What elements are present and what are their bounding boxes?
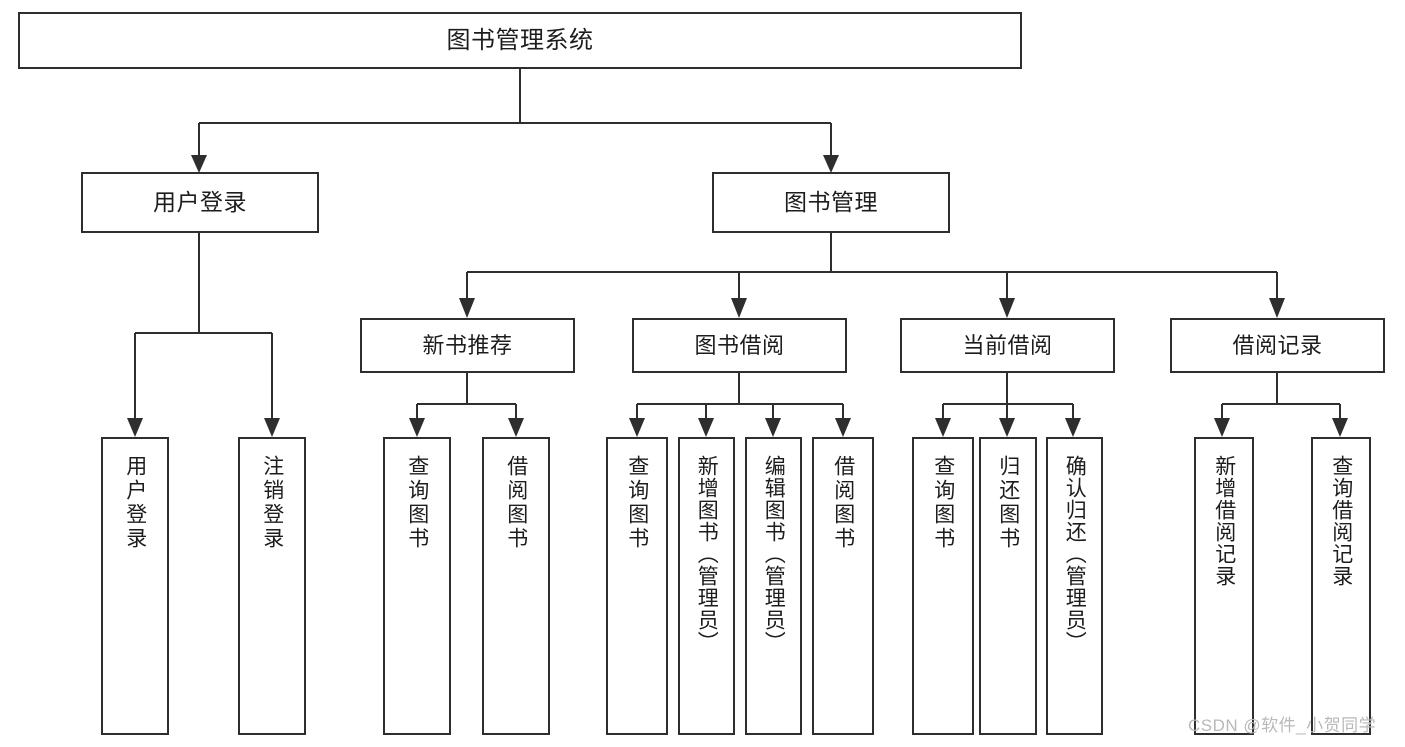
node-user-login[interactable]: 用户登录 (81, 172, 319, 233)
node-label: 用户登录 (153, 189, 247, 215)
node-label: 查询借阅记录 (1329, 455, 1353, 587)
node-label: 查询图书 (931, 455, 955, 551)
leaf-confirm-return-admin[interactable]: 确认归还（管理员） (1046, 437, 1103, 735)
node-label: 新增图书（管理员） (695, 455, 719, 653)
leaf-borrow-book[interactable]: 借阅图书 (812, 437, 874, 735)
connector-borrow-to-leaves (629, 373, 851, 437)
node-label: 查询图书 (405, 455, 429, 551)
node-label: 编辑图书（管理员） (762, 455, 786, 653)
node-borrow-records[interactable]: 借阅记录 (1170, 318, 1385, 373)
connector-records-to-leaves (1214, 373, 1348, 437)
leaf-query-borrow-record[interactable]: 查询借阅记录 (1311, 437, 1371, 735)
leaf-edit-book-admin[interactable]: 编辑图书（管理员） (745, 437, 802, 735)
connector-bookmgmt-to-level3 (459, 233, 1285, 318)
connector-newbook-to-leaves (409, 373, 524, 437)
node-label: 新增借阅记录 (1212, 455, 1236, 587)
leaf-user-login[interactable]: 用户登录 (101, 437, 169, 735)
node-new-book-recommend[interactable]: 新书推荐 (360, 318, 575, 373)
leaf-borrow-book-newbook[interactable]: 借阅图书 (482, 437, 550, 735)
node-label: 当前借阅 (962, 332, 1053, 358)
leaf-add-book-admin[interactable]: 新增图书（管理员） (678, 437, 735, 735)
node-label: 新书推荐 (422, 332, 513, 358)
node-label: 归还图书 (996, 455, 1020, 551)
node-book-borrow[interactable]: 图书借阅 (632, 318, 847, 373)
leaf-return-book[interactable]: 归还图书 (979, 437, 1037, 735)
node-label: 图书借阅 (694, 332, 785, 358)
leaf-add-borrow-record[interactable]: 新增借阅记录 (1194, 437, 1254, 735)
node-label: 借阅记录 (1232, 332, 1323, 358)
node-label: 确认归还（管理员） (1063, 455, 1087, 653)
leaf-logout[interactable]: 注销登录 (238, 437, 306, 735)
node-label: 查询图书 (625, 455, 649, 551)
connector-root-to-level2 (191, 69, 839, 173)
node-label: 注销登录 (260, 455, 284, 551)
node-label: 图书管理系统 (446, 26, 594, 54)
connector-userlogin-to-leaves (127, 233, 280, 437)
node-label: 用户登录 (123, 455, 147, 551)
node-label: 借阅图书 (831, 455, 855, 551)
node-current-borrow[interactable]: 当前借阅 (900, 318, 1115, 373)
leaf-query-book-borrow[interactable]: 查询图书 (606, 437, 668, 735)
node-label: 借阅图书 (504, 455, 528, 551)
leaf-query-book-newbook[interactable]: 查询图书 (383, 437, 451, 735)
connector-current-to-leaves (935, 373, 1081, 437)
node-root-system[interactable]: 图书管理系统 (18, 12, 1022, 69)
node-book-management[interactable]: 图书管理 (712, 172, 950, 233)
node-label: 图书管理 (784, 189, 878, 215)
leaf-query-book-current[interactable]: 查询图书 (912, 437, 974, 735)
